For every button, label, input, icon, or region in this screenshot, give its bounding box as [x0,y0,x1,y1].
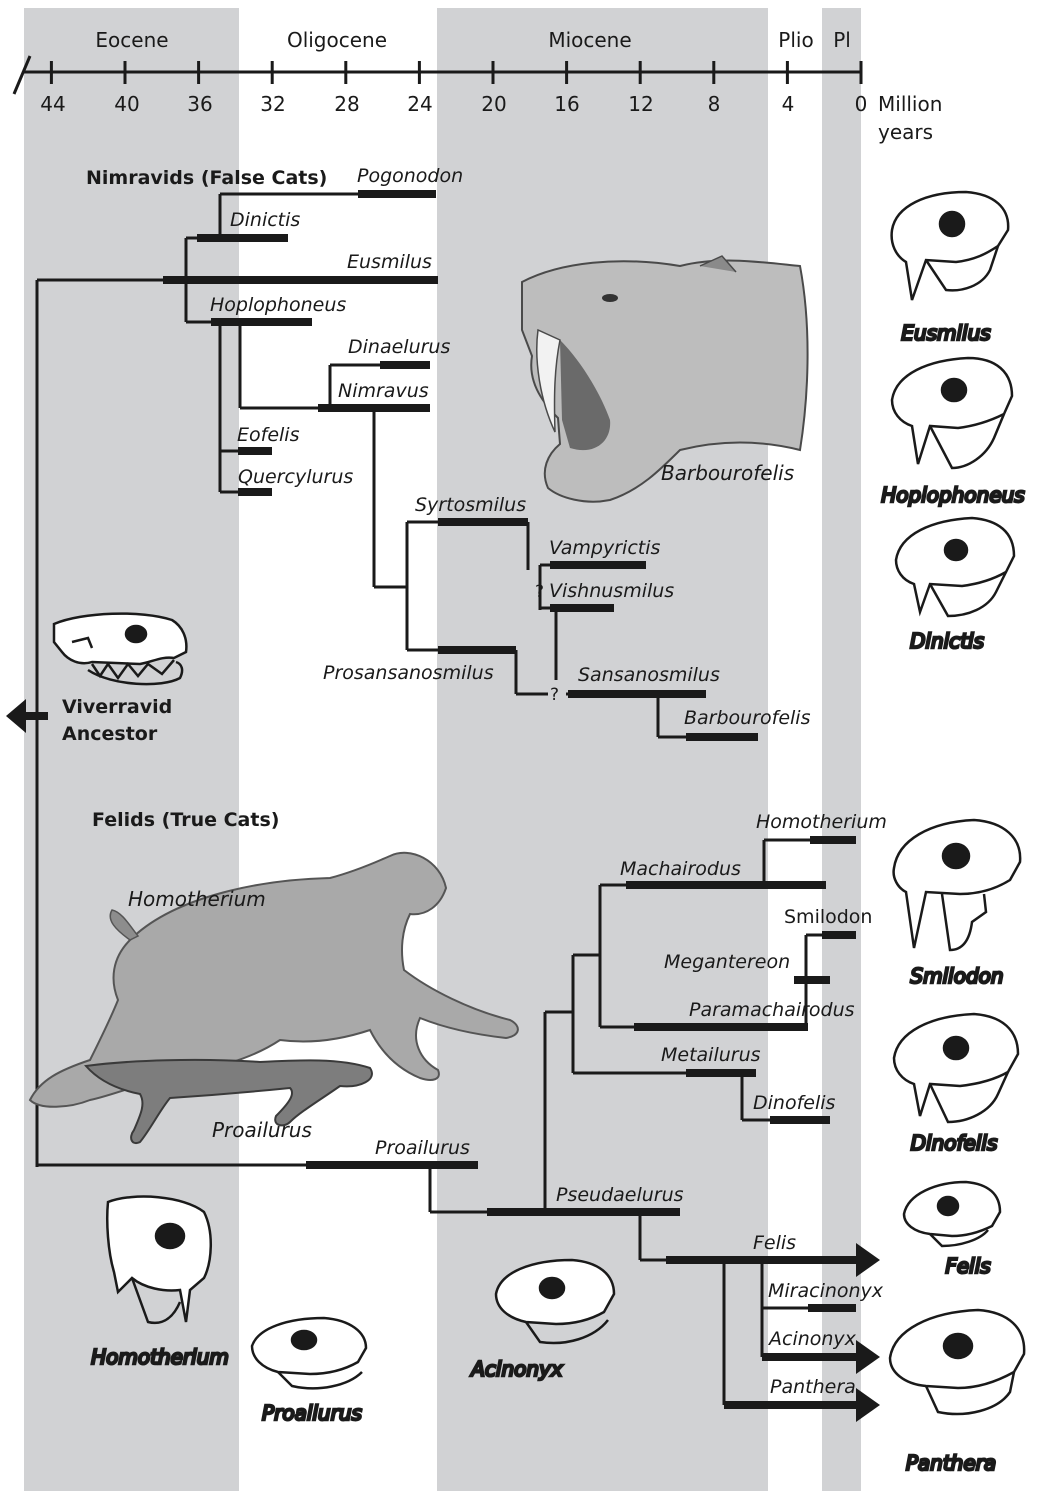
ancestor-label-line1: Viverravid [62,696,172,718]
felids-title: Felids (True Cats) [92,809,279,831]
nimravids-title: Nimravids (False Cats) [86,167,327,189]
label-metailurus: Metailurus [661,1044,761,1066]
epoch-oligocene: Oligocene [287,28,387,52]
band-pleistocene [822,8,861,1491]
tick-label-8: 8 [708,92,721,116]
label-quercylurus: Quercylurus [238,466,353,488]
skull-proailurus-icon [252,1318,366,1388]
barbourofelis-eye [602,294,618,302]
acinonyx-arrow-icon [856,1340,880,1374]
tick-label-16: 16 [554,92,579,116]
label-eofelis: Eofelis [237,424,300,446]
tick-label-12: 12 [628,92,653,116]
felis-arrow-icon [856,1243,880,1277]
panthera-arrow-icon [856,1388,880,1422]
skull-hoplophoneus-caption: Hoplophoneus [881,483,1024,507]
epoch-pliocene: Plio [778,28,813,52]
tick-label-0: 0 [855,92,868,116]
uncertain-mark-1: ? [535,582,544,602]
skull-dinofelis-caption: Dinofelis [911,1131,998,1155]
tick-label-36: 36 [187,92,212,116]
label-machairodus: Machairodus [620,858,741,880]
proailurus-caption: Proailurus [212,1118,312,1142]
label-pseudaelurus: Pseudaelurus [556,1184,684,1206]
barbourofelis-illustration: Barbourofelis [522,256,808,502]
tick-label-4: 4 [782,92,795,116]
label-prosansanosmilus: Prosansanosmilus [323,662,494,684]
skull-panthera-icon [890,1310,1024,1414]
skull-dinictis-icon [896,518,1014,616]
label-proailurus: Proailurus [375,1137,470,1159]
label-barbourofelis: Barbourofelis [684,707,811,729]
label-smilodon: Smilodon [784,906,872,928]
skull-dinictis-caption: Dinictis [910,629,984,653]
label-pogonodon: Pogonodon [357,165,463,187]
epoch-eocene: Eocene [95,28,168,52]
skull-smilodon-icon [894,820,1021,950]
label-vishnusmilus: Vishnusmilus [549,580,674,602]
axis-unit-line1: Million [878,92,942,116]
tick-label-24: 24 [407,92,432,116]
label-miracinonyx: Miracinonyx [768,1280,884,1302]
skull-eusmilus-caption: Eusmilus [901,321,990,345]
label-hoplophoneus: Hoplophoneus [210,294,346,316]
uncertain-mark-2: ? [550,685,559,705]
label-homotherium: Homotherium [756,811,887,833]
label-vampyrictis: Vampyrictis [549,537,661,559]
epoch-pleistocene: Pl [833,28,851,52]
label-syrtosmilus: Syrtosmilus [415,494,526,516]
axis-unit-line2: years [878,120,933,144]
label-megantereon: Megantereon [664,951,790,973]
epoch-miocene: Miocene [548,28,631,52]
label-nimravus: Nimravus [338,380,429,402]
tick-label-28: 28 [334,92,359,116]
skull-smilodon-caption: Smilodon [910,964,1003,988]
tick-label-20: 20 [481,92,506,116]
skull-proailurus-caption: Proailurus [262,1401,362,1425]
label-eusmilus: Eusmilus [347,251,432,273]
label-acinonyx: Acinonyx [767,1328,857,1350]
tick-label-40: 40 [114,92,139,116]
skull-hoplophoneus-icon [892,358,1012,468]
barbourofelis-caption: Barbourofelis [661,461,794,485]
skull-felis-icon [904,1182,1000,1246]
skull-felis-caption: Felis [945,1254,990,1278]
label-panthera: Panthera [770,1376,856,1398]
homotherium-caption: Homotherium [128,887,266,911]
label-dinaelurus: Dinaelurus [348,336,450,358]
ancestor-label-line2: Ancestor [62,723,158,745]
skull-eusmilus-icon [892,192,1009,300]
label-felis: Felis [753,1232,796,1254]
skull-homotherium-caption: Homotherium [91,1345,229,1369]
skull-panthera-caption: Panthera [906,1451,996,1475]
label-sansanosmilus: Sansanosmilus [578,664,720,686]
skull-acinonyx-caption: Acinonyx [469,1357,563,1381]
skull-dinofelis-icon [894,1014,1018,1122]
tick-label-32: 32 [260,92,285,116]
label-paramachairodus: Paramachairodus [689,999,855,1021]
label-dinofelis: Dinofelis [753,1092,836,1114]
tick-label-44: 44 [40,92,65,116]
label-dinictis: Dinictis [230,209,300,231]
